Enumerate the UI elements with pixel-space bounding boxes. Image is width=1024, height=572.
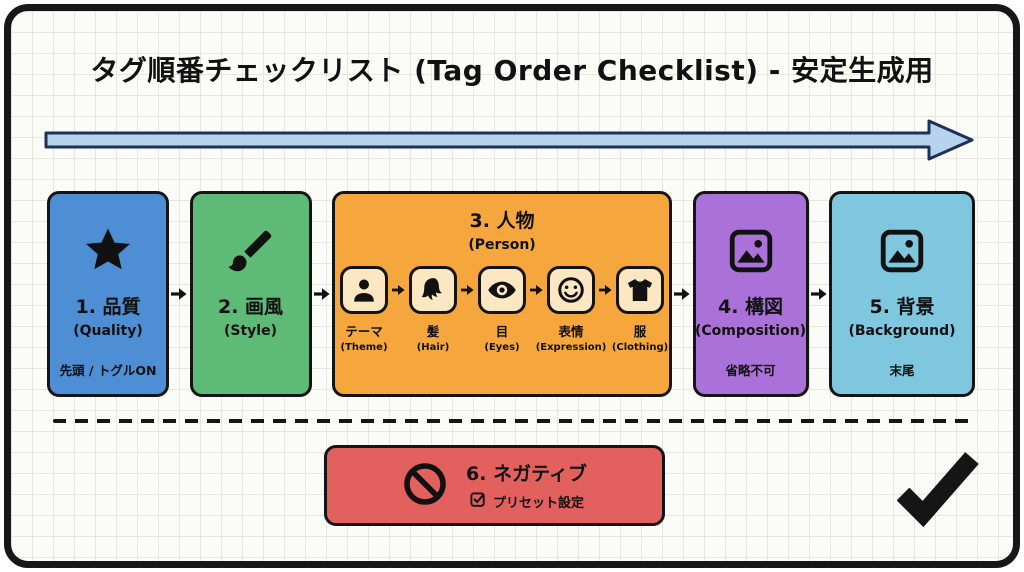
step-box-quality: 1. 品質 (Quality) 先頭 / トグルON [47,191,169,397]
sub-step-hair: 髪 (Hair) [405,266,461,353]
arrow-right-icon [392,284,405,296]
negative-title: 6. ネガティブ [466,463,587,485]
image-icon [727,222,775,280]
sub-step-sublabel: (Hair) [416,342,450,353]
step-box-composition: 4. 構図 (Composition) 省略不可 [692,191,809,397]
paintbrush-icon [224,222,278,280]
sub-step-label: 髪 [426,324,440,339]
arrow-right-icon [599,284,612,296]
sub-step-label: 服 [633,324,647,339]
step-box-person: 3. 人物 (Person) テーマ (Theme) [332,191,672,397]
flow-direction-arrow-shape [44,119,974,161]
flow-direction-arrow [44,119,974,161]
arrow-right-icon [674,287,690,301]
person-icon [340,266,388,314]
step-note: 先頭 / トグルON [59,363,157,378]
arrow-right-icon [530,284,543,296]
step-box-style: 2. 画風 (Style) [189,191,312,397]
negative-text-block: 6. ネガティブ プリセット設定 [466,459,587,512]
prohibited-icon [402,461,448,511]
negative-preset-label: プリセット設定 [492,495,584,511]
step-subtitle: (Person) [468,237,536,253]
diagram-frame: タグ順番チェックリスト (Tag Order Checklist) - 安定生成… [4,4,1020,568]
arrow-right-icon [461,284,474,296]
checkmark-icon [895,449,979,531]
eye-icon [478,266,526,314]
negative-box: 6. ネガティブ プリセット設定 [324,445,665,526]
step-title: 3. 人物 [469,210,535,232]
step-note: 省略不可 [725,363,776,378]
step-subtitle: (Quality) [73,323,143,339]
image-icon [878,222,926,280]
page-title: タグ順番チェックリスト (Tag Order Checklist) - 安定生成… [90,54,934,87]
hair-icon [409,266,457,314]
sub-step-label: 目 [495,324,509,339]
smiley-face-icon [547,266,595,314]
star-icon [81,222,135,280]
step-title: 2. 画風 [217,296,284,318]
arrow-right-icon [171,287,187,301]
sub-step-sublabel: (Eyes) [484,342,520,353]
arrow-right-icon [313,287,330,301]
person-sub-steps-row: テーマ (Theme) 髪 (Hair) [335,266,669,353]
sub-step-label: 表情 [558,324,584,339]
sub-step-expression: 表情 (Expression) [536,266,606,353]
step-subtitle: (Background) [848,323,956,339]
step-note: 末尾 [889,363,915,378]
sub-step-eyes: 目 (Eyes) [474,266,530,353]
sub-step-theme: テーマ (Theme) [336,266,392,353]
sub-step-sublabel: (Theme) [340,342,388,353]
sub-step-label: テーマ [345,324,383,339]
steps-row: 1. 品質 (Quality) 先頭 / トグルON 2. 画風 (Style) [47,191,975,397]
checkbox-checked-icon [469,490,487,512]
arrow-right-icon [810,287,827,301]
step-subtitle: (Composition) [694,323,807,339]
negative-preset-row: プリセット設定 [469,490,584,512]
sub-step-clothing: 服 (Clothing) [612,266,668,353]
tshirt-icon [616,266,664,314]
step-box-background: 5. 背景 (Background) 末尾 [829,191,975,397]
dashed-divider [53,419,971,423]
sub-step-sublabel: (Expression) [535,342,607,353]
step-title: 4. 構図 [717,296,784,318]
step-title: 1. 品質 [75,296,141,318]
step-title: 5. 背景 [869,296,935,318]
step-subtitle: (Style) [224,323,277,339]
sub-step-sublabel: (Clothing) [611,342,669,353]
